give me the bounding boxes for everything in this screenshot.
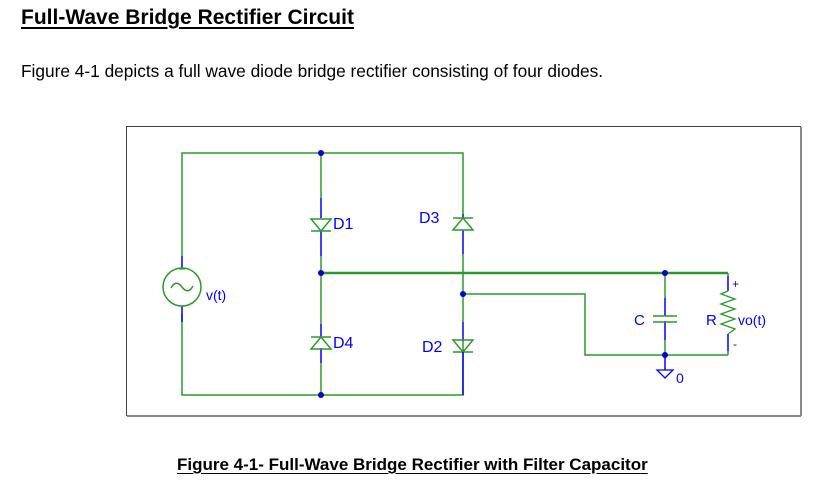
resistor-icon — [719, 290, 737, 335]
resistor-label: R — [706, 312, 717, 329]
diode-d1-label: D1 — [333, 216, 354, 233]
ground-icon — [655, 369, 675, 379]
junction-node — [318, 150, 324, 156]
junction-nodes — [318, 150, 668, 398]
diode-d3-label: D3 — [419, 210, 440, 227]
output-minus-sign: - — [733, 337, 737, 351]
ac-source-icon — [162, 267, 202, 307]
source-label: v(t) — [206, 287, 226, 303]
capacitor-label: C — [634, 312, 645, 329]
diode-d2-label: D2 — [422, 339, 443, 356]
output-plus-sign: + — [732, 277, 739, 291]
junction-node — [662, 352, 668, 358]
body-paragraph: Figure 4-1 depicts a full wave diode bri… — [21, 61, 604, 81]
diode-d1-icon — [309, 218, 333, 233]
circuit-schematic: v(t) D1 D3 D4 D2 C — [126, 126, 802, 417]
pins — [181, 198, 729, 370]
figure-caption: Figure 4-1- Full-Wave Bridge Rectifier w… — [177, 455, 648, 474]
diode-d4-icon — [309, 335, 333, 350]
diode-d3-icon — [451, 216, 475, 231]
output-voltage-label: vo(t) — [738, 312, 766, 328]
capacitor-icon — [653, 315, 677, 323]
junction-node — [662, 270, 668, 276]
wire-return — [463, 293, 728, 356]
diode-d4-label: D4 — [333, 335, 354, 352]
junction-node — [318, 270, 324, 276]
section-heading: Full-Wave Bridge Rectifier Circuit — [21, 6, 354, 29]
circuit-figure: v(t) D1 D3 D4 D2 C — [126, 126, 802, 417]
ground-label: 0 — [676, 370, 684, 386]
junction-node — [460, 291, 466, 297]
junction-node — [318, 392, 324, 398]
